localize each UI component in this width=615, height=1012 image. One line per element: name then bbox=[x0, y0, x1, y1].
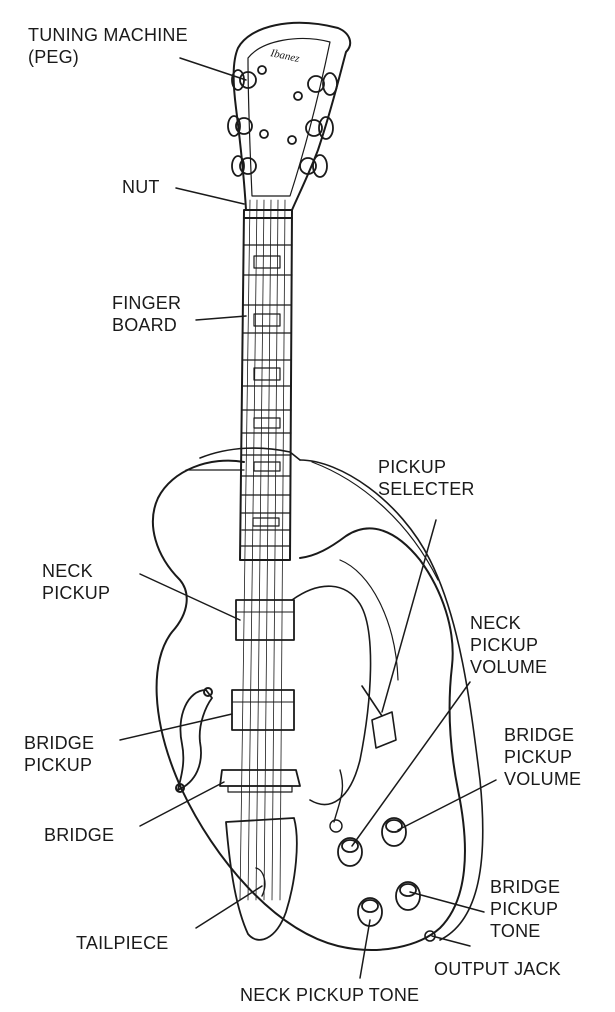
label-bridge-pickup: BRIDGE PICKUP bbox=[24, 733, 95, 775]
label-pickup-selecter: PICKUP SELECTER bbox=[378, 457, 475, 499]
label-tuning-machine: TUNING MACHINE (PEG) bbox=[28, 25, 188, 67]
label-finger-board: FINGER BOARD bbox=[112, 293, 182, 335]
frets bbox=[240, 244, 293, 547]
body-outline bbox=[151, 459, 466, 951]
label-neck-pickup: NECK PICKUP bbox=[42, 561, 111, 603]
strings bbox=[239, 199, 286, 901]
pickguard bbox=[291, 585, 372, 806]
label-bridge-pickup-tone: BRIDGE PICKUP TONE bbox=[490, 877, 561, 941]
f-hole bbox=[177, 689, 213, 791]
headstock-logo: Ibanez bbox=[268, 47, 301, 65]
tailpiece-shape bbox=[225, 817, 298, 941]
body-side bbox=[299, 459, 484, 941]
neck bbox=[239, 209, 293, 561]
label-neck-pickup-volume: NECK PICKUP VOLUME bbox=[470, 613, 548, 677]
label-nut: NUT bbox=[122, 177, 160, 197]
bridge-shape bbox=[219, 769, 301, 787]
control-knobs bbox=[337, 817, 421, 927]
bridge-pickup-shape bbox=[231, 689, 295, 731]
label-bridge: BRIDGE bbox=[44, 825, 115, 845]
leader-lines bbox=[119, 57, 497, 979]
label-bridge-pickup-volume: BRIDGE PICKUP VOLUME bbox=[504, 725, 582, 789]
neck-pickup-shape bbox=[235, 599, 295, 641]
label-tailpiece: TAILPIECE bbox=[76, 933, 169, 953]
headstock bbox=[232, 21, 352, 211]
label-neck-pickup-tone: NECK PICKUP TONE bbox=[240, 985, 420, 1005]
output-jack-shape bbox=[424, 930, 436, 942]
label-output-jack: OUTPUT JACK bbox=[434, 959, 561, 979]
pickup-selector-switch bbox=[361, 685, 397, 749]
fret-inlays bbox=[252, 255, 281, 527]
tuning-pegs bbox=[227, 65, 338, 178]
